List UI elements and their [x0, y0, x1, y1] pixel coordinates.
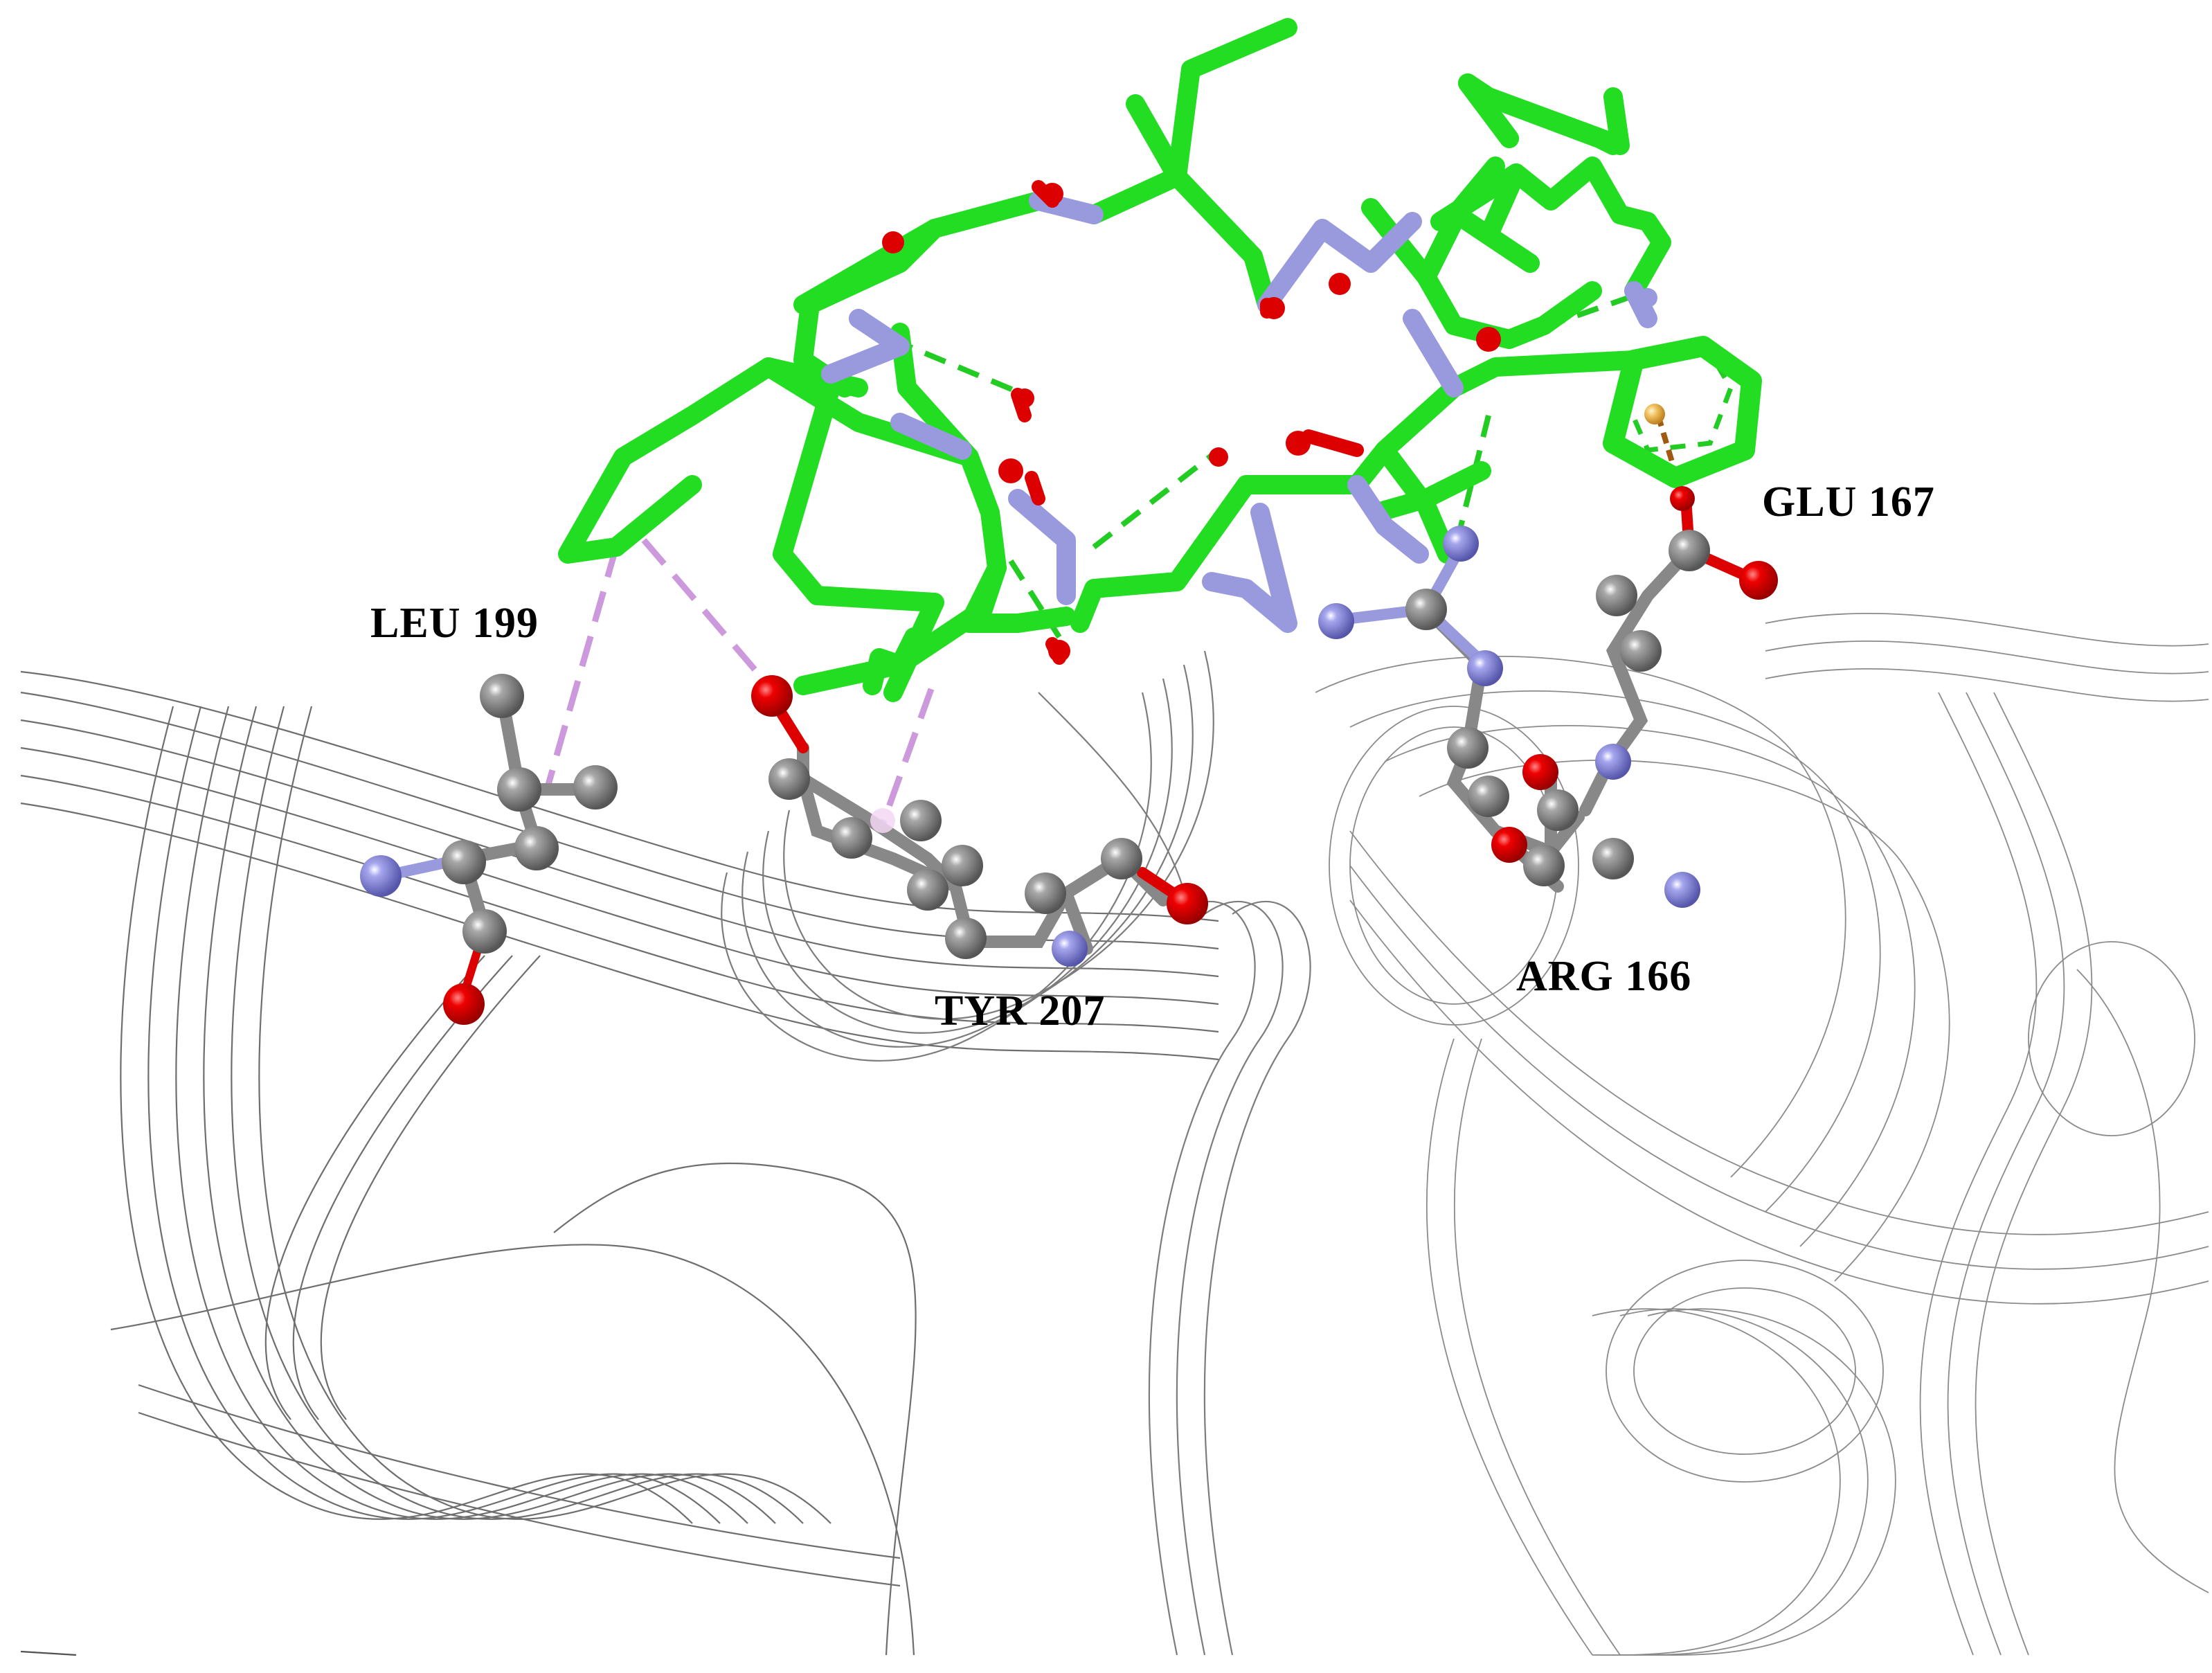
pi-centroid-marker	[1644, 404, 1665, 424]
ligand	[558, 18, 1762, 702]
residue-label-tyr207: TYR 207	[935, 987, 1106, 1035]
residue-arg166	[1318, 526, 1700, 908]
ribbon-baseline	[20, 1650, 77, 1656]
residue-label-leu199: LEU 199	[370, 600, 539, 647]
residue-label-arg166: ARG 166	[1516, 953, 1692, 1000]
residue-label-glu167: GLU 167	[1762, 478, 1935, 526]
ligand-carbon-bonds	[558, 18, 1762, 702]
residue-leu199	[360, 674, 618, 1025]
ribbon-right-helices	[1315, 612, 2209, 1656]
ribbon-loops	[721, 650, 1311, 1656]
ligand-nitrogen-atoms	[849, 288, 1657, 328]
ligand-oxygen-atoms	[882, 183, 1501, 662]
ribbon-left-helix	[110, 706, 917, 1656]
residue-tyr207	[751, 675, 1208, 967]
hydrophobic-interactions	[543, 538, 935, 825]
protein-ribbon	[20, 612, 2209, 1656]
